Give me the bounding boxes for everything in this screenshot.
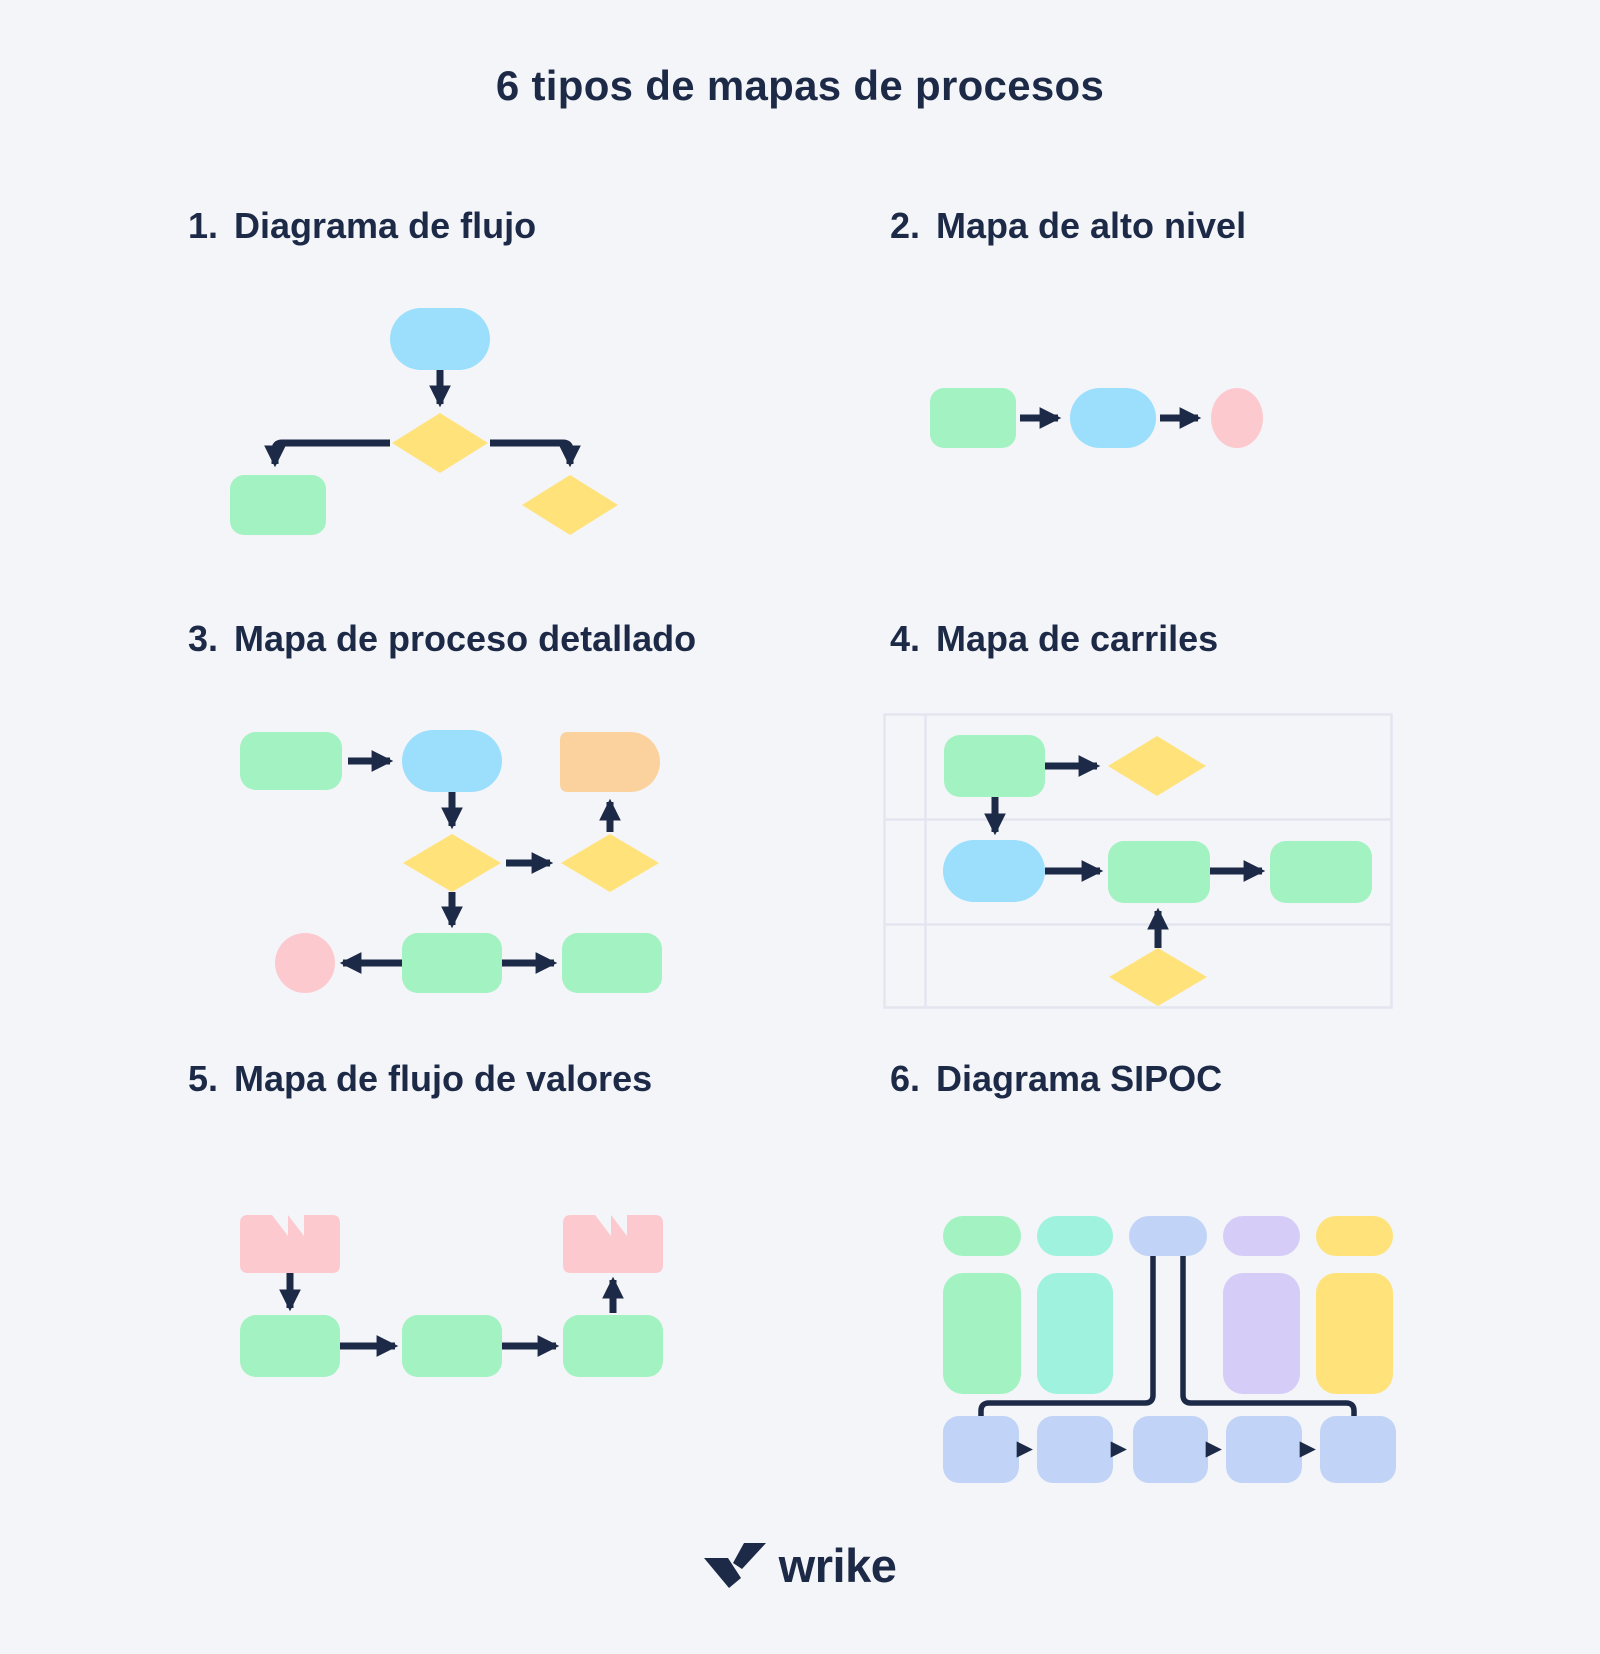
sipoc-column-header <box>1316 1216 1393 1256</box>
wrike-logo-icon <box>703 1542 766 1588</box>
page-title: 6 tipos de mapas de procesos <box>495 62 1105 109</box>
logo-right-stroke <box>732 1542 766 1569</box>
process-node <box>230 475 326 535</box>
process-node <box>1270 841 1372 903</box>
process-node <box>944 735 1045 797</box>
section-number: 1. <box>188 205 219 246</box>
decision-node <box>522 475 618 535</box>
start-end-node <box>1211 388 1263 448</box>
section-heading-flowchart: 1. Diagrama de flujo <box>188 205 536 247</box>
section-heading-swimlane: 4. Mapa de carriles <box>890 618 1218 660</box>
start-end-node <box>275 933 335 993</box>
swimlane-map-diagram <box>883 713 1393 1009</box>
process-node <box>402 1315 502 1377</box>
terminator-node <box>402 730 502 792</box>
sipoc-column-header <box>1129 1216 1207 1256</box>
sipoc-column-header <box>1223 1216 1300 1256</box>
decision-node <box>1109 948 1207 1006</box>
sipoc-column-body <box>1037 1273 1113 1394</box>
process-node <box>240 1315 340 1377</box>
section-heading-sipoc: 6. Diagrama SIPOC <box>890 1058 1222 1100</box>
section-number: 4. <box>890 618 921 659</box>
sipoc-column-body <box>1223 1273 1300 1394</box>
process-node <box>402 933 502 993</box>
process-node <box>1108 841 1210 903</box>
decision-node <box>392 413 488 473</box>
sipoc-diagram <box>943 1216 1396 1483</box>
swimlane-grid <box>883 713 1393 1009</box>
section-heading-value-stream: 5. Mapa de flujo de valores <box>188 1058 652 1100</box>
delay-node <box>560 732 660 792</box>
factory-icon <box>563 1215 663 1273</box>
section-label: Mapa de flujo de valores <box>234 1058 653 1099</box>
value-stream-map-diagram <box>240 1215 663 1377</box>
connector-line <box>1180 1256 1357 1417</box>
decision-node <box>1108 736 1206 796</box>
sipoc-column-header <box>943 1216 1021 1256</box>
arrow-connector <box>264 439 390 468</box>
sipoc-step-pill <box>943 1416 1019 1483</box>
sipoc-column-body <box>1316 1273 1393 1394</box>
decision-node <box>403 834 501 892</box>
terminator-node <box>943 840 1045 902</box>
logo-left-stroke <box>703 1557 741 1588</box>
sipoc-step-pill <box>1226 1416 1302 1483</box>
section-number: 2. <box>890 205 921 246</box>
high-level-map-diagram <box>930 388 1263 448</box>
process-node <box>930 388 1016 448</box>
sipoc-column-body <box>943 1273 1021 1394</box>
sipoc-column-header <box>1037 1216 1113 1256</box>
section-number: 6. <box>890 1058 921 1099</box>
process-node <box>563 1315 663 1377</box>
sipoc-step-pill <box>1037 1416 1113 1483</box>
terminator-node <box>1070 388 1156 448</box>
sipoc-step-pill <box>1133 1416 1208 1483</box>
section-heading-detailed: 3. Mapa de proceso detallado <box>188 618 696 660</box>
decision-node <box>561 834 659 892</box>
section-label: Mapa de carriles <box>936 618 1219 659</box>
flowchart-diagram <box>230 308 618 535</box>
section-label: Diagrama SIPOC <box>936 1058 1223 1099</box>
sipoc-step-pill <box>1320 1416 1396 1483</box>
process-node <box>562 933 662 993</box>
arrow-connector <box>490 439 581 468</box>
section-number: 3. <box>188 618 219 659</box>
wrike-wordmark: wrike <box>778 1539 897 1592</box>
section-label: Diagrama de flujo <box>234 205 537 246</box>
connector-line <box>978 1256 1156 1417</box>
factory-icon <box>240 1215 340 1273</box>
terminator-node <box>390 308 490 370</box>
section-label: Mapa de alto nivel <box>936 205 1247 246</box>
footer-logo: wrike <box>0 1538 1600 1593</box>
process-node <box>240 732 342 790</box>
detailed-process-map-diagram <box>240 730 662 993</box>
section-number: 5. <box>188 1058 219 1099</box>
section-heading-high-level: 2. Mapa de alto nivel <box>890 205 1246 247</box>
section-label: Mapa de proceso detallado <box>234 618 697 659</box>
